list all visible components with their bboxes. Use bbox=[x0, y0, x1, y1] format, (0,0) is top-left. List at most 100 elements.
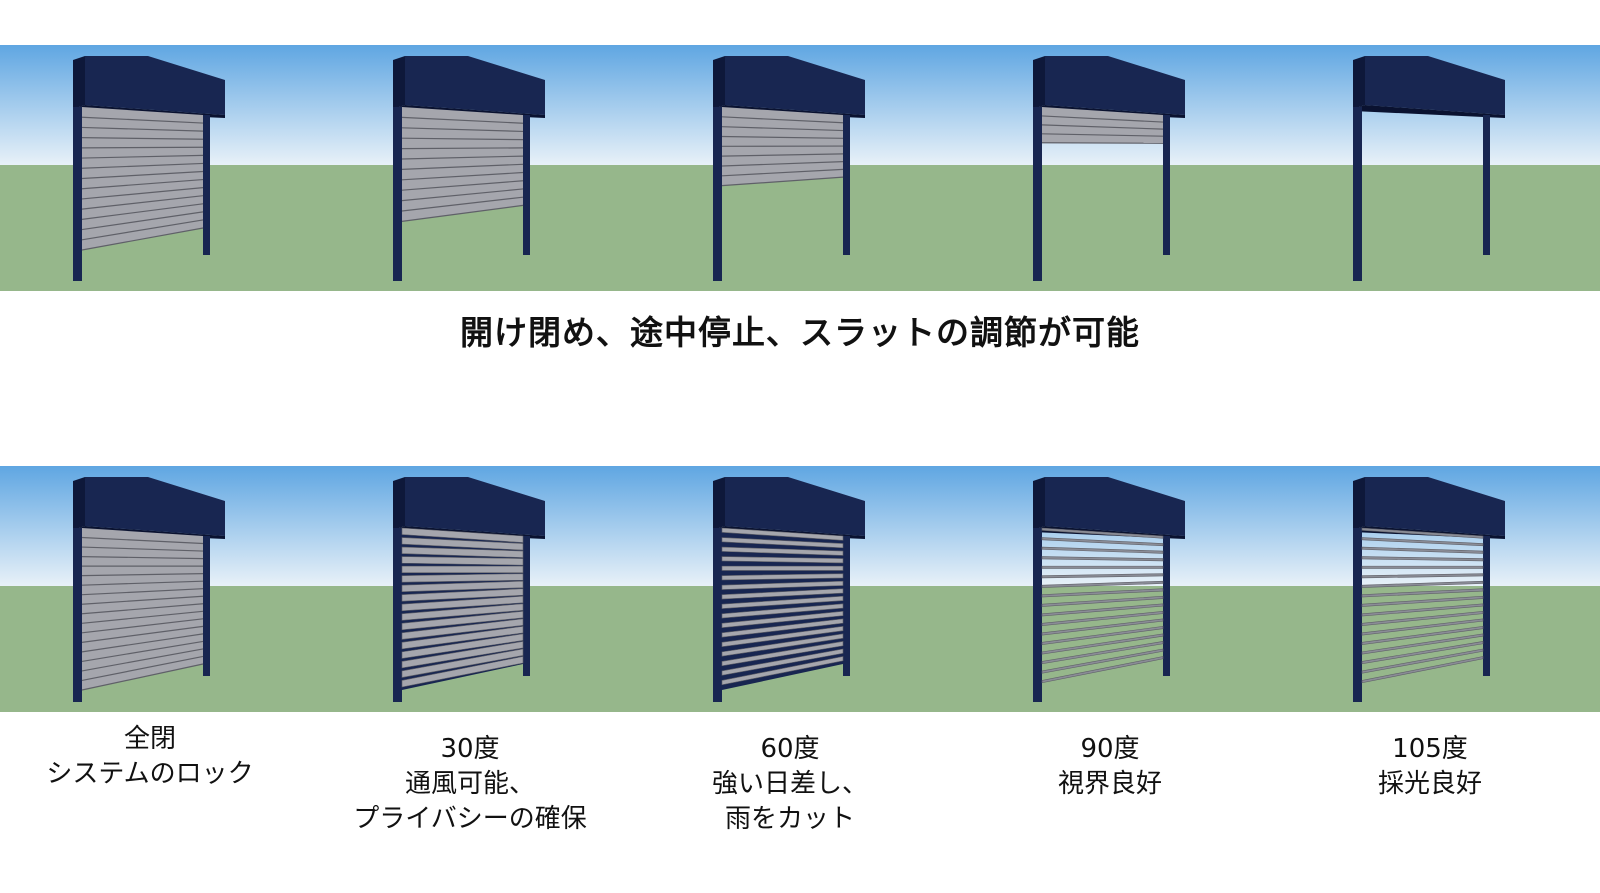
slat bbox=[721, 618, 844, 638]
slat-line bbox=[401, 163, 524, 170]
right-post bbox=[203, 536, 210, 676]
slat-line bbox=[401, 127, 524, 133]
slat-line bbox=[81, 162, 204, 169]
slat bbox=[401, 527, 524, 543]
caption-line: 視界良好 bbox=[1057, 769, 1162, 799]
left-post bbox=[1033, 528, 1042, 702]
slat-line bbox=[81, 187, 204, 200]
slat bbox=[1041, 556, 1164, 562]
slat bbox=[1041, 595, 1164, 607]
header-box-side bbox=[713, 56, 725, 109]
slat-line bbox=[81, 655, 204, 682]
slat-line bbox=[81, 555, 204, 560]
slat bbox=[401, 595, 524, 612]
slat bbox=[1361, 618, 1484, 636]
header-box-front bbox=[1365, 56, 1505, 115]
slat-line bbox=[721, 126, 844, 132]
header-box-underside bbox=[1353, 105, 1505, 118]
caption-line: 採光良好 bbox=[1377, 769, 1482, 799]
slat bbox=[1041, 565, 1164, 569]
left-post bbox=[393, 528, 402, 702]
slat-line bbox=[1041, 133, 1164, 137]
slat-line bbox=[81, 610, 204, 624]
slat-line bbox=[401, 180, 524, 191]
slat bbox=[721, 641, 844, 667]
left-post bbox=[713, 107, 722, 281]
header-box-front bbox=[725, 56, 865, 115]
slat-line bbox=[81, 536, 204, 545]
slat bbox=[1041, 618, 1164, 636]
slat-line bbox=[81, 625, 204, 643]
slat bbox=[1041, 573, 1164, 579]
slat bbox=[1361, 556, 1484, 562]
slat bbox=[721, 626, 844, 648]
slat bbox=[401, 573, 524, 583]
header-box-front bbox=[1365, 477, 1505, 536]
slat-line bbox=[81, 633, 204, 653]
slat-line bbox=[81, 178, 204, 190]
caption-line: 強い日差し、 bbox=[711, 769, 868, 799]
caption-line: 60度 bbox=[760, 734, 820, 764]
left-post bbox=[73, 107, 82, 281]
shutter-half-closed bbox=[713, 56, 865, 281]
right-post bbox=[523, 536, 530, 676]
header-box-front bbox=[1045, 56, 1185, 115]
slat bbox=[721, 556, 844, 564]
slat-line bbox=[81, 146, 204, 149]
ground-background bbox=[0, 165, 1600, 291]
slat bbox=[401, 648, 524, 678]
slat bbox=[401, 537, 524, 551]
slat-line bbox=[401, 147, 524, 150]
slat-line bbox=[81, 595, 204, 605]
slat bbox=[1041, 588, 1164, 598]
feature-heading: 開け閉め、途中停止、スラットの調節が可能 bbox=[460, 313, 1140, 352]
slat bbox=[1041, 633, 1164, 655]
slat bbox=[401, 580, 524, 593]
slat-line bbox=[81, 219, 204, 241]
slat-line bbox=[81, 588, 204, 596]
slat bbox=[1361, 603, 1484, 617]
slat-angle-closed bbox=[73, 477, 225, 702]
slat bbox=[401, 610, 524, 631]
left-post bbox=[1353, 107, 1362, 281]
header-box-side bbox=[393, 477, 405, 530]
left-post bbox=[1353, 528, 1362, 702]
shutter-curtain bbox=[402, 107, 523, 222]
slat-line bbox=[401, 137, 524, 141]
caption-line: システムのロック bbox=[46, 759, 254, 789]
slat bbox=[721, 610, 844, 628]
left-post bbox=[713, 528, 722, 702]
slat-line bbox=[401, 155, 524, 160]
right-post bbox=[1163, 115, 1170, 255]
slat-angle-105 bbox=[1353, 477, 1505, 702]
open-close-illustration-strip bbox=[0, 45, 1600, 291]
slat-line bbox=[81, 663, 204, 691]
header-box-side bbox=[713, 477, 725, 530]
slat bbox=[1041, 648, 1164, 674]
slat-line bbox=[81, 154, 204, 159]
caption-line: 90度 bbox=[1080, 734, 1140, 764]
slat bbox=[721, 565, 844, 571]
slat-line bbox=[81, 573, 204, 577]
slat bbox=[401, 603, 524, 621]
slat bbox=[1041, 580, 1164, 588]
header-box-front bbox=[1045, 477, 1185, 536]
slat-line bbox=[81, 546, 204, 552]
slat bbox=[721, 595, 844, 609]
header-box-front bbox=[85, 477, 225, 536]
slat-line bbox=[81, 640, 204, 663]
slat-line bbox=[81, 170, 204, 180]
slat bbox=[721, 527, 844, 541]
slat bbox=[721, 588, 844, 600]
slat bbox=[1361, 610, 1484, 626]
slat bbox=[401, 618, 524, 640]
slat-line bbox=[81, 227, 204, 251]
slat bbox=[1041, 537, 1164, 547]
slat-line bbox=[721, 176, 844, 187]
slat bbox=[721, 633, 844, 657]
slat bbox=[1361, 565, 1484, 569]
slat-line bbox=[721, 168, 844, 177]
slat-line bbox=[401, 116, 524, 124]
right-post bbox=[203, 115, 210, 255]
left-post bbox=[73, 528, 82, 702]
